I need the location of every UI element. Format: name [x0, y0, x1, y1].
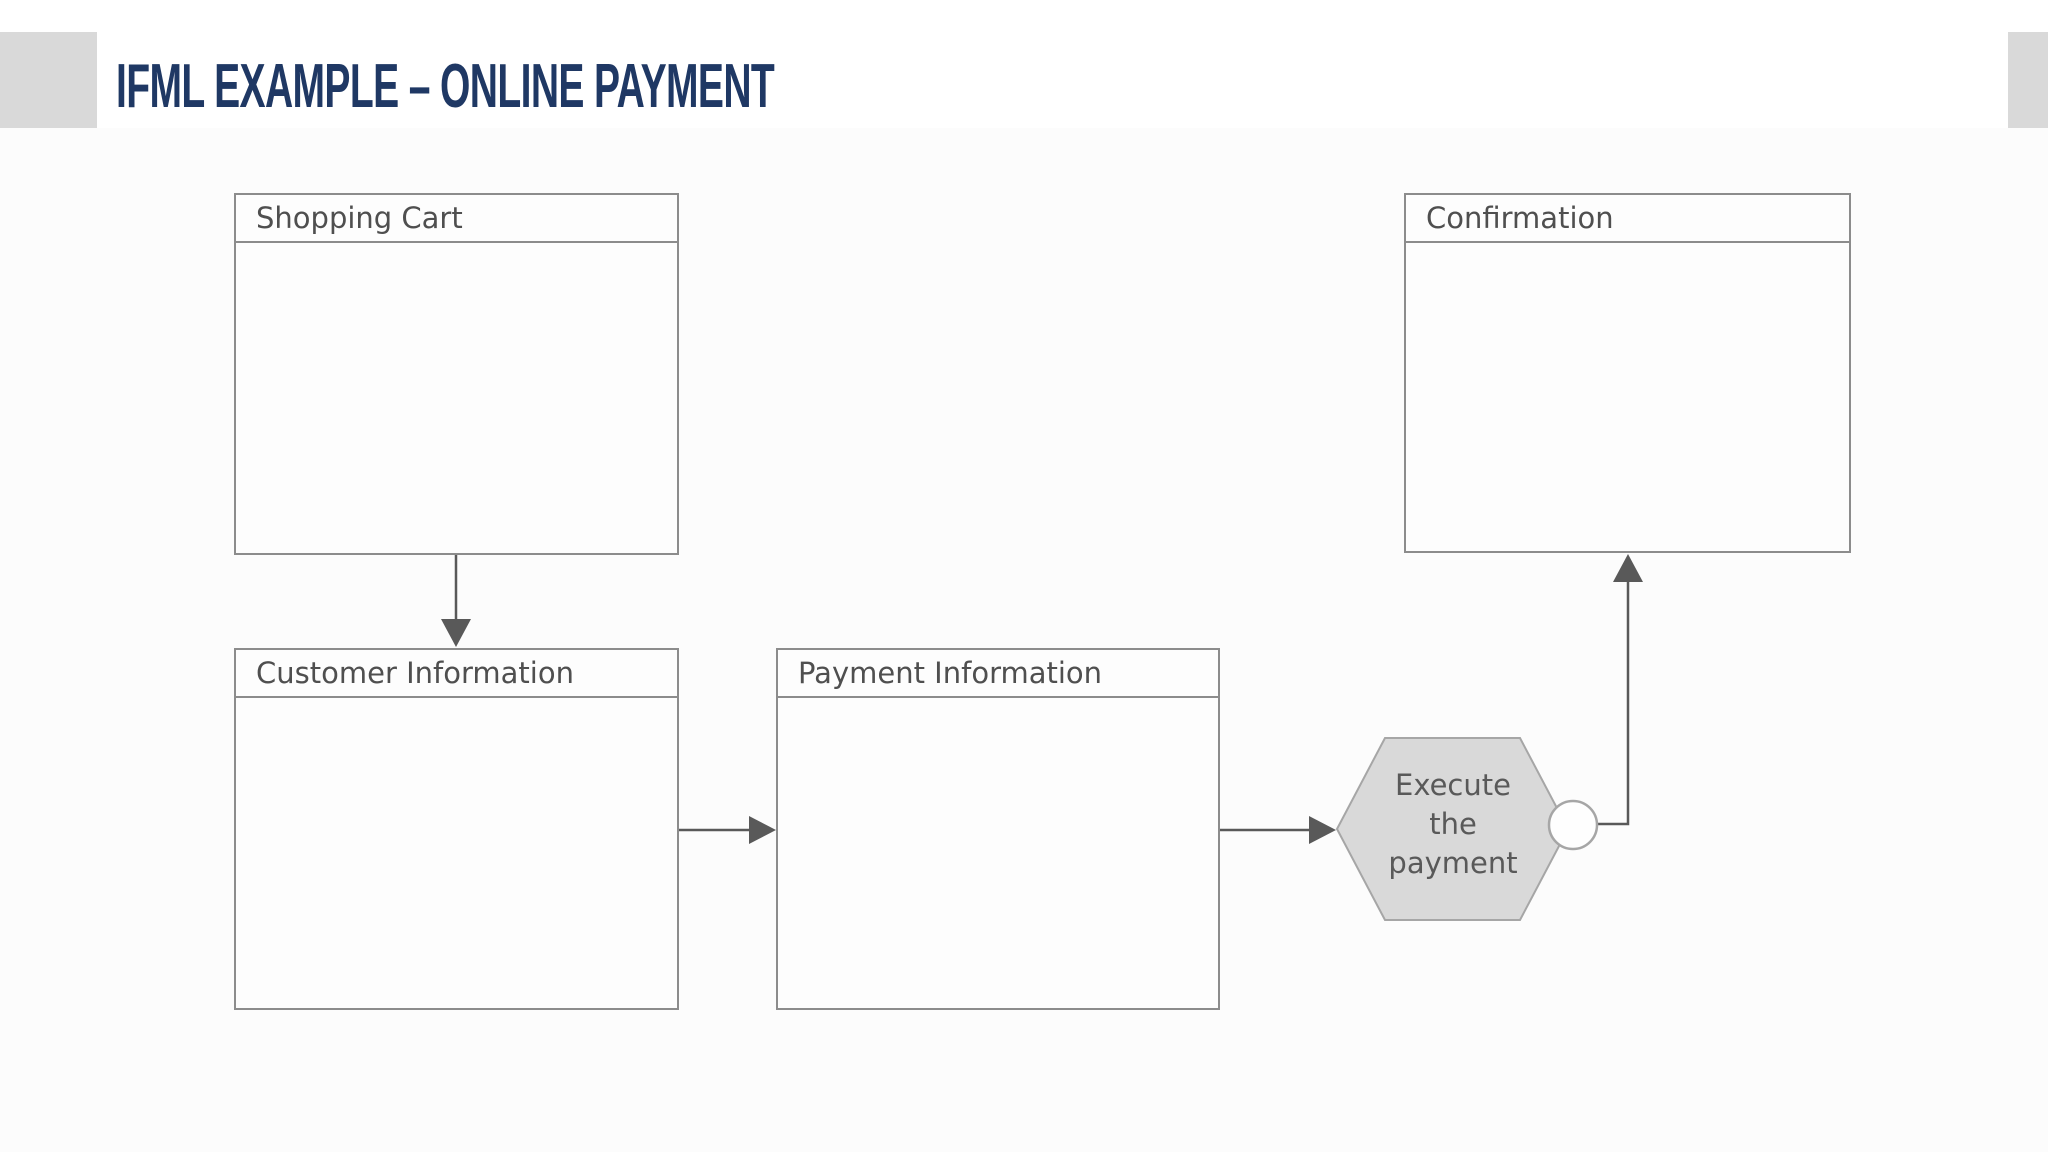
accent-bar-right — [2008, 32, 2048, 128]
flow-arrow-shopping-to-customer — [441, 555, 471, 647]
view-container-payment-information: Payment Information — [776, 648, 1220, 1010]
arrow-head-right-icon — [749, 816, 776, 844]
view-container-title: Shopping Cart — [236, 195, 677, 243]
view-container-title: Payment Information — [778, 650, 1218, 698]
accent-bar-left — [0, 32, 97, 128]
view-container-title: Customer Information — [236, 650, 677, 698]
view-container-title: Confirmation — [1406, 195, 1849, 243]
flow-arrow-customer-to-payment — [679, 816, 776, 844]
action-label: Execute the payment — [1388, 768, 1518, 880]
view-container-confirmation: Confirmation — [1404, 193, 1851, 553]
arrow-head-down-icon — [441, 619, 471, 647]
action-port-circle — [1547, 799, 1599, 851]
flow-arrow-payment-to-action — [1220, 816, 1336, 844]
slide-title: IFML EXAMPLE – ONLINE PAYMENT — [116, 52, 775, 121]
flow-arrow-action-to-confirmation — [1597, 554, 1643, 826]
view-container-customer-information: Customer Information — [234, 648, 679, 1010]
arrow-head-right-icon — [1309, 816, 1336, 844]
arrow-head-up-icon — [1613, 554, 1643, 582]
view-container-shopping-cart: Shopping Cart — [234, 193, 679, 555]
